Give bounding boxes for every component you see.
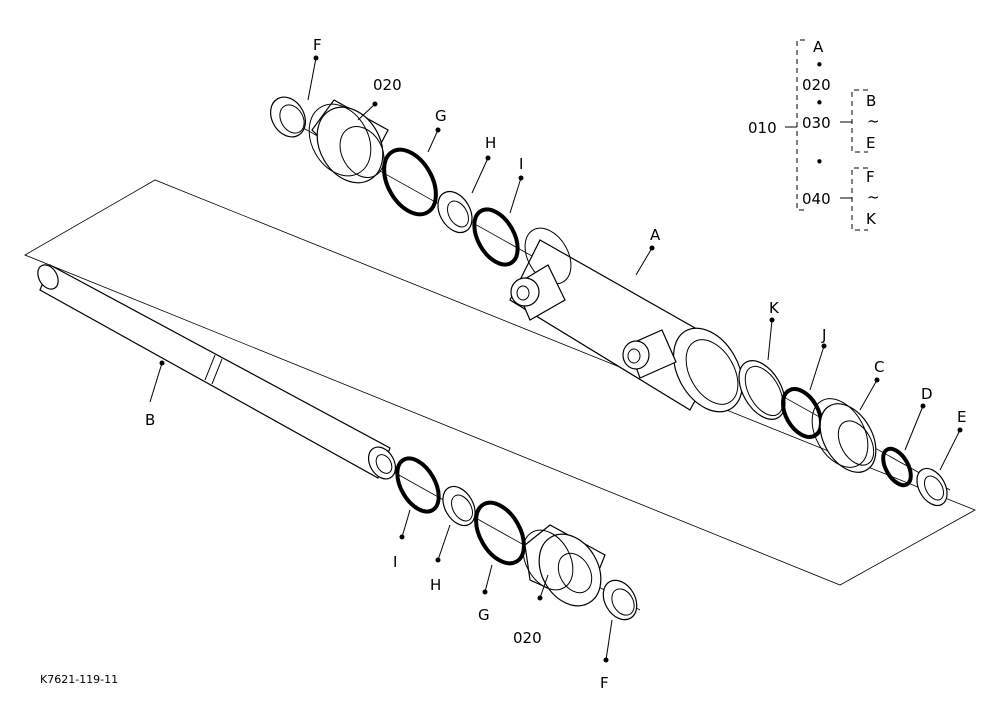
part-i-bottom[interactable]: [389, 451, 447, 518]
legend-040: 040: [802, 190, 831, 208]
part-e[interactable]: [911, 463, 954, 511]
legend-tilde-1: ~: [867, 112, 880, 130]
legend-020: 020: [802, 76, 831, 94]
part-f-top[interactable]: [264, 91, 313, 143]
label-g-bottom: G: [478, 606, 490, 624]
legend-dot-1: •: [815, 56, 824, 74]
legend-f: F: [866, 168, 875, 186]
legend-b: B: [866, 92, 876, 110]
label-i-bottom: I: [393, 553, 397, 571]
label-020-bottom: 020: [513, 629, 542, 647]
label-h-bottom: H: [430, 576, 441, 594]
part-g-bottom[interactable]: [466, 494, 534, 571]
assembly-legend: 010 A • 020 • 030 • 040 B ~ E F ~ K: [748, 38, 880, 231]
part-i-top[interactable]: [465, 202, 526, 272]
lower-axis-line: [389, 469, 641, 611]
label-e: E: [957, 408, 966, 426]
legend-e: E: [866, 134, 875, 152]
part-a-cylinder[interactable]: [509, 220, 756, 424]
part-g-top[interactable]: [373, 141, 446, 224]
part-k[interactable]: [730, 353, 795, 427]
legend-tilde-2: ~: [867, 188, 880, 206]
part-020-top[interactable]: [297, 93, 396, 195]
label-h-top: H: [485, 134, 496, 152]
part-d[interactable]: [877, 444, 916, 490]
legend-a: A: [813, 38, 824, 56]
label-f-top: F: [313, 36, 322, 54]
leaders: [149, 55, 963, 663]
label-020-top: 020: [373, 76, 402, 94]
legend-010: 010: [748, 119, 777, 137]
legend-k: K: [866, 210, 877, 228]
part-h-bottom[interactable]: [436, 481, 481, 531]
assembly-plane: [24, 179, 976, 586]
figure-reference-code: K7621-119-11: [40, 673, 118, 686]
part-020-bottom[interactable]: [513, 521, 613, 617]
part-c-piston[interactable]: [801, 389, 888, 482]
label-k: K: [769, 299, 780, 317]
label-a: A: [650, 226, 661, 244]
label-g-top: G: [435, 107, 447, 125]
label-b: B: [145, 411, 155, 429]
label-c: C: [874, 358, 884, 376]
label-j: J: [821, 326, 826, 344]
legend-dot-3: •: [815, 153, 824, 171]
label-d: D: [921, 385, 933, 403]
label-i-top: I: [519, 155, 523, 173]
legend-030: 030: [802, 114, 831, 132]
part-f-bottom[interactable]: [597, 574, 644, 625]
part-b-rod[interactable]: [34, 261, 401, 483]
label-f-bottom: F: [600, 674, 609, 692]
part-h-top[interactable]: [431, 185, 479, 238]
legend-dot-2: •: [815, 94, 824, 112]
